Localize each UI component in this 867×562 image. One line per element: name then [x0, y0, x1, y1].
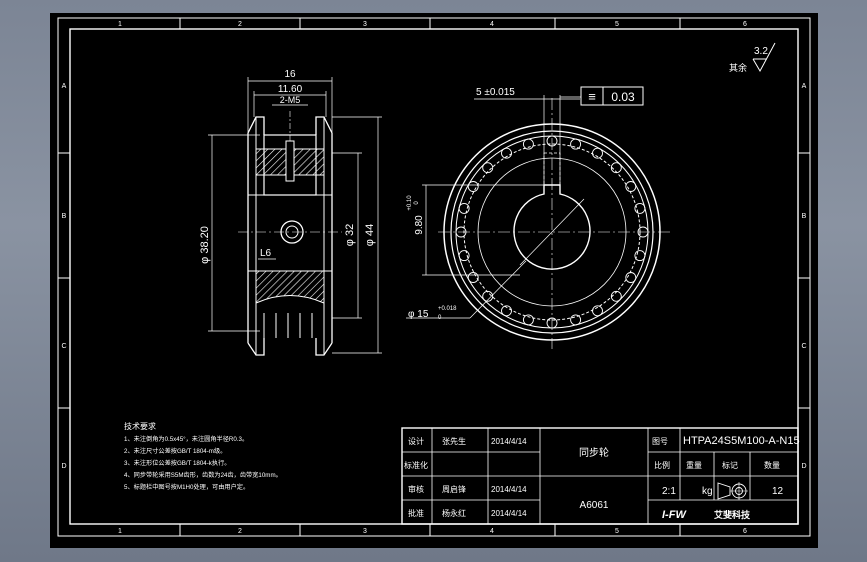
col-mark-4: 4: [490, 21, 494, 28]
company-name: 艾斐科技: [714, 509, 751, 520]
dim-l6: L6: [260, 248, 272, 259]
tooth-profile: [467, 181, 479, 192]
col-mark-3: 3: [363, 21, 367, 28]
keyway-tol-lower: 0: [414, 201, 420, 205]
dim-bore: φ 15: [408, 309, 429, 320]
tooth-profile: [634, 250, 646, 262]
note-line-3: 3、未注形位公差按GB/T 1804-k执行。: [124, 459, 230, 467]
scale-label: 比例: [654, 460, 670, 470]
tooth-profile: [625, 181, 637, 192]
approve-name: 杨永红: [442, 508, 466, 518]
projection-icon: [717, 482, 748, 500]
keyway-tol-upper: +0.10: [407, 195, 413, 211]
symmetry-icon: ≡: [588, 89, 596, 104]
col-mark-6-bottom: 6: [743, 528, 747, 535]
col-mark-1: 1: [118, 21, 122, 28]
review-label: 审核: [408, 484, 424, 494]
dim-width-11-60: 11.60: [278, 84, 303, 95]
col-mark-2: 2: [238, 21, 242, 28]
dim-keyway-depth: 9.80: [414, 215, 425, 235]
col-mark-1-bottom: 1: [118, 528, 122, 535]
tooth-profile: [570, 314, 582, 326]
quantity-label: 数量: [764, 460, 780, 470]
row-mark-c: C: [61, 343, 66, 350]
row-mark-c-right: C: [801, 343, 806, 350]
weight-label: 重量: [686, 460, 702, 470]
dim-dia-44: φ 44: [364, 224, 376, 246]
note-line-1: 1、未注倒角为0.5x45°，未注圆角半径R0.3。: [124, 435, 248, 443]
weight-unit: kg: [702, 486, 713, 497]
approve-date: 2014/4/14: [491, 509, 527, 518]
title-block: 设计 张先生 2014/4/14 标准化 审核 周启锋 2014/4/14 批准…: [401, 427, 800, 525]
front-view: 5 ±0.015 ≡ 0.03 9.80 +0.10 0 φ 15 +0.018…: [406, 86, 670, 349]
standard-label: 标准化: [404, 460, 428, 470]
tooth-profile: [522, 314, 534, 326]
dim-thread-2-m5: 2-M5: [280, 95, 301, 105]
zone-ticks: [58, 18, 810, 536]
drawing-no-label: 图号: [652, 437, 668, 446]
design-label: 设计: [408, 436, 424, 446]
note-line-5: 5、标题栏中图号按M1H0处理，可由用户定。: [124, 483, 249, 491]
col-mark-4-bottom: 4: [490, 528, 494, 535]
row-mark-b-right: B: [802, 213, 807, 220]
tooth-profile: [458, 202, 470, 214]
tooth-profile: [610, 162, 622, 174]
drawing-no: HTPA24S5M100-A-N15: [683, 435, 800, 447]
tooth-profile: [458, 250, 470, 262]
note-line-2: 2、未注尺寸公差按GB/T 1804-m级。: [124, 447, 226, 455]
tooth-profile: [482, 290, 494, 302]
col-mark-3-bottom: 3: [363, 528, 367, 535]
design-name: 张先生: [442, 436, 466, 446]
engineering-drawing: 1 2 3 4 5 6 1 2 3 4 5 6 A B C D A B C D …: [57, 17, 811, 537]
tooth-profile: [467, 272, 479, 283]
tooth-profile: [592, 147, 603, 159]
bore-tol-lower: 0: [438, 315, 442, 321]
roughness-note: 其余 3.2: [729, 42, 776, 73]
row-mark-a-right: A: [802, 83, 807, 90]
dim-width-16: 16: [284, 69, 296, 80]
tooth-profile: [610, 290, 622, 302]
col-mark-2-bottom: 2: [238, 528, 242, 535]
technical-notes: 技术要求 1、未注倒角为0.5x45°，未注圆角半径R0.3。 2、未注尺寸公差…: [124, 421, 282, 491]
tooth-profile: [482, 162, 494, 174]
review-name: 周启锋: [442, 484, 466, 494]
col-mark-5: 5: [615, 21, 619, 28]
material: A6061: [580, 500, 609, 511]
tooth-profile: [625, 272, 637, 283]
row-mark-a: A: [62, 83, 67, 90]
row-mark-d: D: [61, 463, 66, 470]
side-view: 16 11.60 2-M5 φ 38.20 φ 32 φ 44 L6: [199, 69, 382, 356]
row-mark-b: B: [62, 213, 67, 220]
roughness-symbol-icon: [752, 42, 776, 73]
bore-tol-upper: +0.018: [438, 306, 457, 312]
note-line-4: 4、同步带轮采用S5M齿形，齿数为24齿，齿带宽10mm。: [124, 471, 282, 479]
tooth-profile: [501, 305, 512, 317]
scale-value: 2:1: [662, 486, 676, 497]
dim-key-width: 5 ±0.015: [476, 87, 515, 98]
col-mark-5-bottom: 5: [615, 528, 619, 535]
part-name: 同步轮: [579, 446, 609, 459]
tooth-profile: [570, 138, 582, 150]
symmetry-tolerance: 0.03: [611, 90, 635, 104]
row-mark-d-right: D: [801, 463, 806, 470]
notes-title: 技术要求: [124, 421, 156, 431]
outer-border: [57, 17, 811, 537]
tooth-profile: [592, 305, 603, 317]
company-logo: I-FW: [662, 509, 687, 521]
roughness-value: 3.2: [754, 46, 768, 57]
tooth-profile: [501, 147, 512, 159]
dim-dia-32: φ 32: [344, 224, 356, 246]
review-date: 2014/4/14: [491, 485, 527, 494]
standard-mark-label: 标记: [722, 460, 738, 470]
roughness-label: 其余: [729, 62, 747, 73]
quantity-value: 12: [772, 486, 784, 497]
col-mark-6: 6: [743, 21, 747, 28]
approve-label: 批准: [408, 508, 424, 518]
drawing-viewport[interactable]: 1 2 3 4 5 6 1 2 3 4 5 6 A B C D A B C D …: [50, 13, 818, 548]
design-date: 2014/4/14: [491, 437, 527, 446]
dim-dia-38-20: φ 38.20: [199, 226, 211, 264]
tooth-profile: [634, 202, 646, 214]
tooth-profile: [522, 138, 534, 150]
